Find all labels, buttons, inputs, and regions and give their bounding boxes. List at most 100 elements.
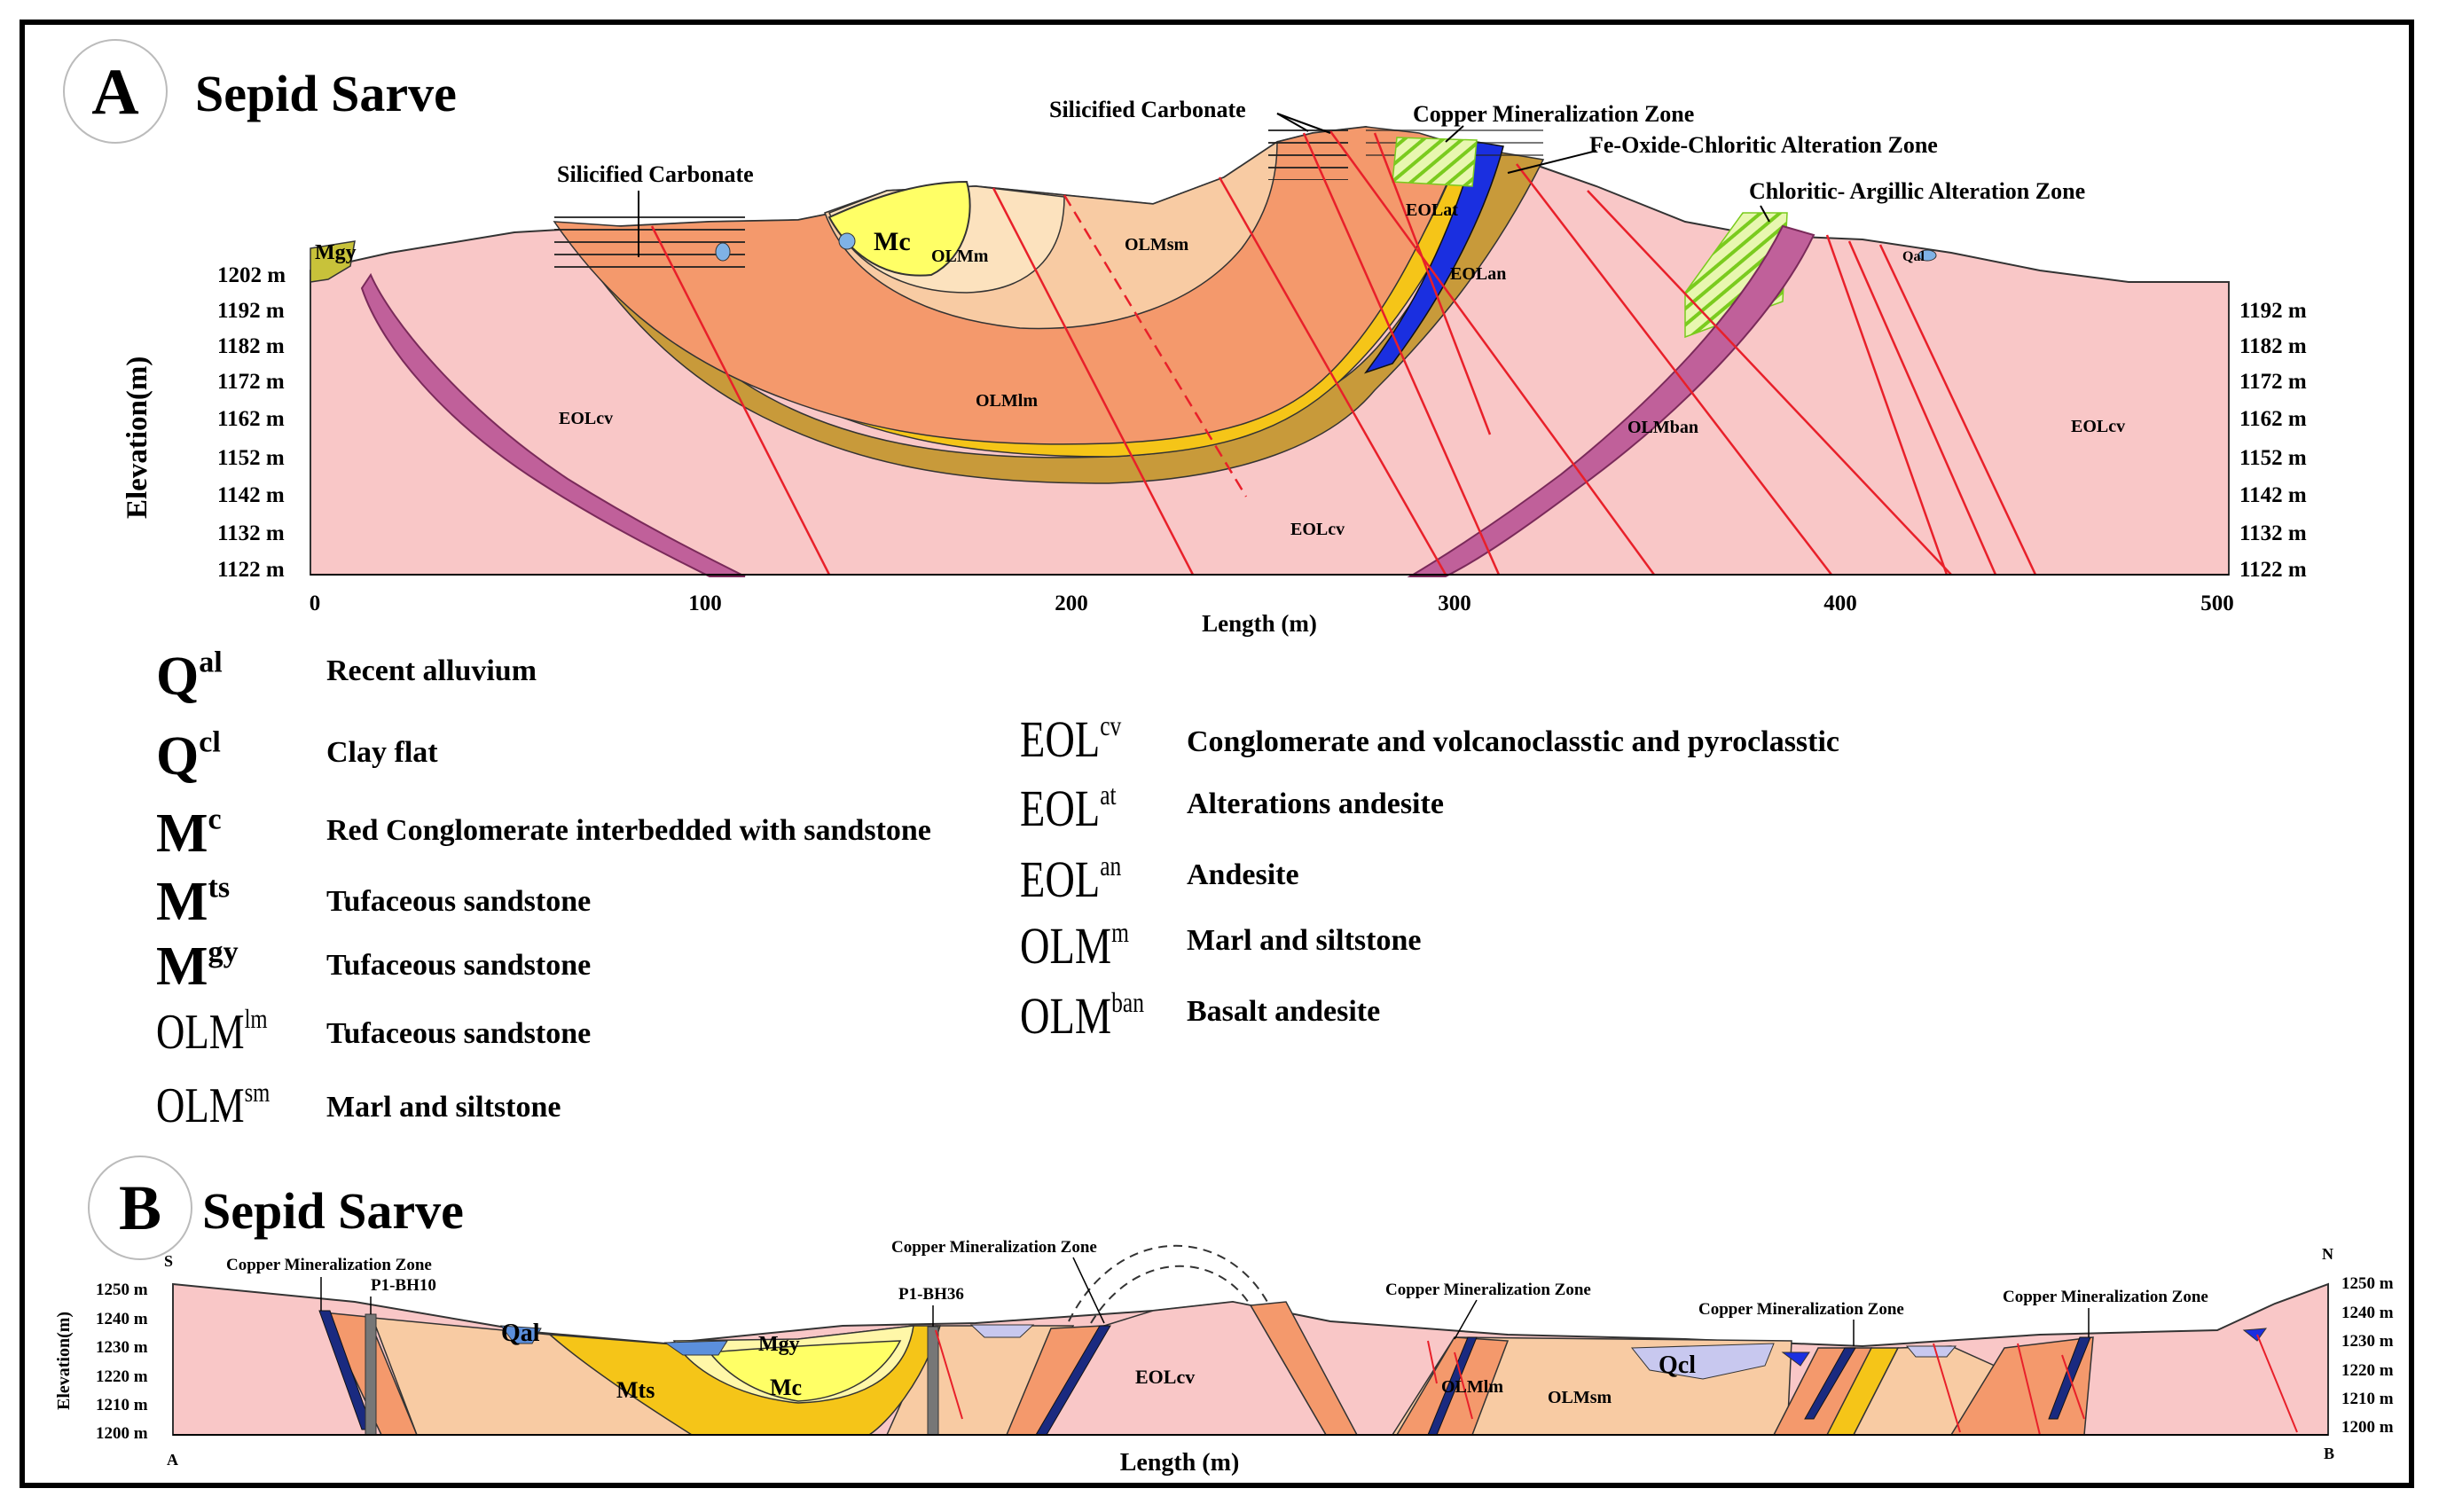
b-y-ticks-right: 1250 m 1240 m 1230 m 1220 m 1210 m 1200 … [2341,1274,2394,1437]
legend-desc: Basalt andesite [1187,995,1381,1028]
a-y-ticks-right: 1192 m 1182 m 1172 m 1162 m 1152 m 1142 … [2239,299,2307,582]
svg-text:EOLan: EOLan [1450,264,1506,284]
a-y-axis-label: Elevation(m) [122,356,153,519]
svg-text:1250 m: 1250 m [96,1281,148,1299]
b-qal-pocket [499,1325,542,1344]
svg-text:1200 m: 1200 m [2341,1418,2394,1437]
eol-an-band [1363,141,1504,374]
annot-chloritic-argillic: Chloritic- Argillic Alteration Zone [1749,178,2085,204]
svg-text:EOLcv: EOLcv [2071,417,2125,436]
legend-item-eol-at: EOLat [1020,780,1117,837]
svg-text:Qcl: Qcl [1659,1351,1696,1379]
legend-desc: Tufaceous sandstone [326,949,592,982]
svg-text:Mc: Mc [874,227,911,256]
b-faults [935,1329,2298,1436]
silicified-hatch-left [554,206,745,270]
b-leader-lines [320,1257,2090,1346]
legend-desc: Conglomerate and volcanoclasstic and pyr… [1187,725,1840,758]
svg-text:1162 m: 1162 m [217,407,285,431]
svg-text:1210 m: 1210 m [96,1396,148,1414]
svg-text:Copper Mineralization Zone: Copper Mineralization Zone [1385,1281,1591,1299]
b-y-ticks-left: 1250 m 1240 m 1230 m 1220 m 1210 m 1200 … [96,1281,148,1443]
legend-desc: Tufaceous sandstone [326,885,592,918]
svg-text:1240 m: 1240 m [2341,1304,2394,1322]
svg-text:1182 m: 1182 m [217,334,285,358]
b-borehole-bh10 [365,1313,377,1436]
section-a-letter: A [91,56,138,129]
svg-text:OLMm: OLMm [931,247,989,266]
legend-desc: Clay flat [326,736,438,769]
b-borehole-bh36 [927,1326,939,1436]
b-qcl-pocket-3 [1905,1345,1957,1358]
legend-item-mgy: Mgy [156,936,239,997]
svg-text:OLMsm: OLMsm [1548,1388,1612,1407]
section-a-title: Sepid Sarve [195,65,457,122]
svg-text:1172 m: 1172 m [217,370,285,394]
mgy-patch [310,240,356,283]
svg-text:Mc: Mc [770,1375,802,1400]
svg-text:1220 m: 1220 m [96,1367,148,1386]
legend-desc: Andesite [1187,858,1299,891]
svg-text:EOLat: EOLat [1406,200,1458,220]
svg-text:Copper Mineralization Zone: Copper Mineralization Zone [226,1256,432,1274]
olm-ban-band-left [360,272,746,577]
svg-text:A: A [167,1451,178,1469]
mc-lens [827,180,971,277]
svg-text:EOLcv: EOLcv [559,409,613,428]
legend-desc: Tufaceous sandstone [326,1017,592,1050]
b-y-axis-label: Elevation(m) [54,1312,74,1410]
svg-text:Copper Mineralization Zone: Copper Mineralization Zone [1698,1300,1904,1319]
brown-band [566,150,1545,484]
svg-text:1250 m: 1250 m [2341,1274,2394,1293]
svg-text:1122 m: 1122 m [2239,558,2307,582]
svg-text:1132 m: 1132 m [217,521,285,545]
svg-text:1202 m: 1202 m [217,263,286,287]
svg-text:1172 m: 1172 m [2239,370,2307,394]
pond-dot-1 [715,242,731,262]
svg-text:1200 m: 1200 m [96,1424,148,1443]
fe-oxide-alteration-zone [1392,137,1478,187]
svg-text:1230 m: 1230 m [2341,1332,2394,1351]
svg-text:1132 m: 1132 m [2239,521,2307,545]
annot-fe-oxide: Fe-Oxide-Chloritic Alteration Zone [1589,132,1938,158]
legend-item-eol-cv: EOLcv [1020,710,1122,768]
svg-text:1142 m: 1142 m [2239,483,2307,507]
svg-text:OLMlm: OLMlm [1441,1377,1503,1397]
svg-text:1152 m: 1152 m [2239,446,2307,470]
svg-text:OLMlm: OLMlm [976,391,1038,411]
b-eroded-arc-2 [1090,1265,1251,1324]
svg-text:S: S [164,1252,173,1270]
svg-text:1240 m: 1240 m [96,1310,148,1328]
section-a-badge [63,39,168,144]
b-blue-pocket-3 [1781,1351,1810,1367]
svg-text:500: 500 [2200,591,2234,615]
annot-copper-zone: Copper Mineralization Zone [1413,101,1694,127]
svg-text:OLMban: OLMban [1627,418,1698,437]
svg-text:1210 m: 1210 m [2341,1390,2394,1408]
legend-desc: Marl and siltstone [326,1091,561,1124]
legend-desc: Alterations andesite [1187,787,1444,820]
b-qcl-pocket-1 [969,1324,1035,1338]
svg-text:400: 400 [1823,591,1857,615]
a-y-ticks-left: 1202 m 1192 m 1182 m 1172 m 1162 m 1152 … [217,263,286,582]
svg-text:1192 m: 1192 m [2239,299,2307,323]
svg-text:EOLcv: EOLcv [1290,520,1345,539]
b-x-axis-label: Length (m) [1120,1449,1240,1477]
svg-text:1152 m: 1152 m [217,446,285,470]
legend-item-olm-m: OLMm [1020,917,1129,975]
b-blue-pocket-4 [2242,1328,2268,1342]
b-qcl-pocket-2 [1630,1343,1775,1380]
svg-text:Qal: Qal [1902,249,1925,264]
pond-dot-2 [838,232,856,250]
svg-text:0: 0 [310,591,321,615]
svg-text:Mts: Mts [616,1377,655,1403]
section-b-title: Sepid Sarve [202,1182,464,1240]
a-x-axis-label: Length (m) [1202,610,1317,637]
svg-text:1122 m: 1122 m [217,558,285,582]
legend-item-olm-lm: OLMlm [156,1004,268,1061]
svg-text:1142 m: 1142 m [217,483,285,507]
silicified-hatch-top [1268,127,1348,180]
svg-text:1220 m: 1220 m [2341,1361,2394,1380]
svg-text:EOLcv: EOLcv [1135,1366,1195,1388]
